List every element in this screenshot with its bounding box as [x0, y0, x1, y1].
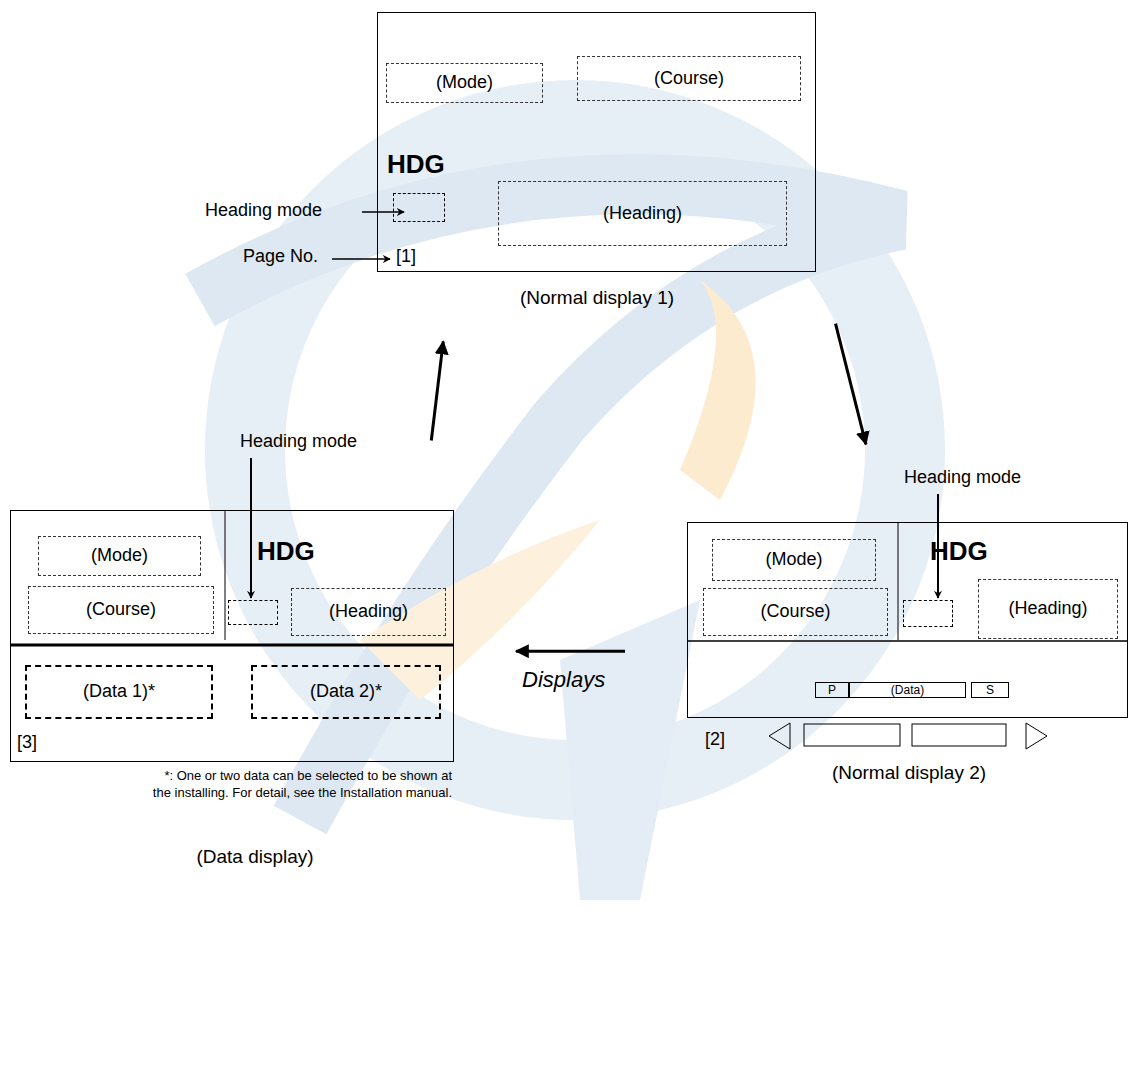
field-text: P	[828, 684, 836, 696]
heading-mode-box	[393, 193, 445, 222]
field-text: (Data 2)*	[310, 682, 382, 702]
field-text: (Heading)	[329, 602, 408, 622]
field-text: (Heading)	[603, 204, 682, 224]
bar-box	[804, 724, 900, 746]
data-box: (Data 2)*	[251, 665, 441, 719]
field-text: (Mode)	[765, 550, 822, 570]
panel-caption: (Normal display 1)	[520, 288, 674, 309]
divider	[10, 644, 454, 647]
leader-line	[250, 458, 252, 598]
page-number: [2]	[705, 730, 725, 750]
field-text: (Course)	[760, 602, 830, 622]
field-box: (Course)	[28, 586, 214, 634]
hdg-label: HDG	[930, 537, 988, 566]
field-text: (Data 1)*	[83, 682, 155, 702]
heading-mode-box	[903, 600, 953, 627]
watermark-crescent	[680, 280, 756, 500]
watermark-tail	[560, 600, 700, 900]
field-box: (Course)	[703, 588, 888, 636]
field-box: (Mode)	[38, 536, 201, 576]
data-tag: (Data)	[849, 682, 966, 698]
field-box: (Heading)	[498, 181, 787, 246]
field-box: (Course)	[577, 56, 801, 101]
heading-mode-box	[228, 600, 278, 625]
data-tag: S	[971, 682, 1009, 698]
page-number: [1]	[396, 247, 416, 267]
field-text: (Course)	[86, 600, 156, 620]
callout-label: Heading mode	[205, 201, 322, 221]
watermark-swoosh	[200, 184, 900, 820]
panel-caption: (Data display)	[196, 847, 313, 868]
callout-label: Heading mode	[904, 468, 1021, 488]
hdg-label: HDG	[387, 150, 445, 179]
display-panel: (Normal display 2)(Mode)(Course)(Heading…	[687, 522, 1128, 718]
field-text: S	[986, 684, 994, 696]
flow-arrow	[836, 324, 866, 445]
field-text: (Mode)	[91, 546, 148, 566]
field-text: (Mode)	[436, 73, 493, 93]
flow-arrow	[516, 650, 625, 653]
data-tag: P	[815, 682, 849, 698]
field-text: (Heading)	[1008, 599, 1087, 619]
bar-box	[912, 724, 1006, 746]
page-number: [3]	[17, 733, 37, 753]
display-panel: (Normal display 1)(Mode)(Course)(Heading…	[377, 12, 816, 272]
field-box: (Mode)	[386, 63, 543, 103]
right-triangle	[1026, 723, 1047, 749]
figure-caption: Displays	[522, 668, 605, 692]
divider	[225, 510, 226, 640]
footnote: *: One or two data can be selected to be…	[150, 768, 452, 802]
flow-arrow	[431, 341, 443, 440]
hdg-label: HDG	[257, 537, 315, 566]
display-panel: (Data display)(Mode)(Course)(Heading)(Da…	[10, 510, 454, 762]
data-box: (Data 1)*	[25, 665, 213, 719]
callout-label: Heading mode	[240, 432, 357, 452]
field-box: (Heading)	[291, 588, 446, 636]
panel-caption: (Normal display 2)	[832, 763, 986, 784]
left-triangle	[769, 723, 790, 749]
callout-label: Page No.	[243, 247, 318, 267]
divider	[898, 522, 899, 640]
divider	[687, 640, 1128, 642]
field-text: (Data)	[891, 684, 924, 696]
field-box: (Heading)	[978, 579, 1118, 639]
leader-line	[362, 211, 404, 213]
field-box: (Mode)	[712, 539, 876, 581]
leader-line	[332, 258, 390, 260]
field-text: (Course)	[654, 69, 724, 89]
